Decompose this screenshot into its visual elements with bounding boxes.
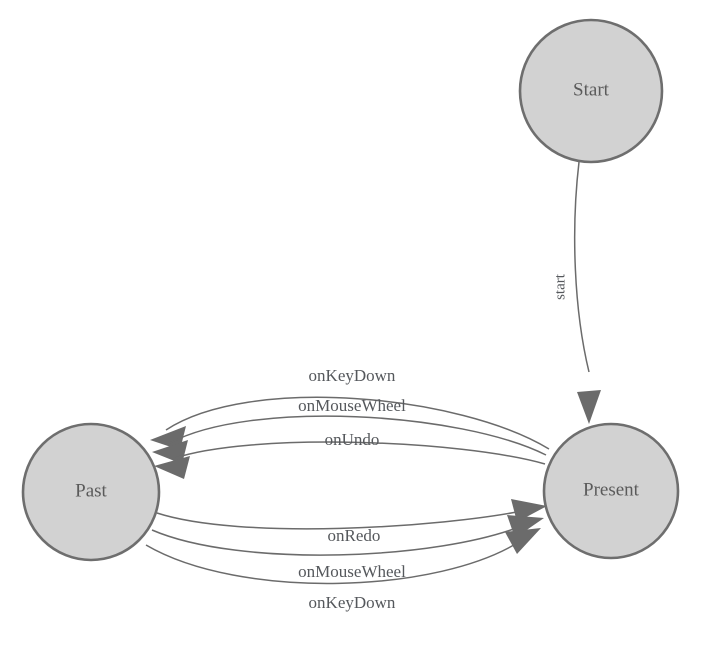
edge-start[interactable]: start xyxy=(552,161,601,424)
node-present-label: Present xyxy=(583,479,640,500)
edge-onkeydown-up-path xyxy=(165,396,550,450)
edge-onmousewheel-dn-path xyxy=(151,524,525,556)
node-present[interactable]: Present xyxy=(542,422,680,560)
node-past-circle[interactable] xyxy=(21,422,161,562)
edge-onmousewheel-up-arrowhead xyxy=(152,440,188,464)
edge-onredo-past-to-present[interactable]: onRedo xyxy=(156,499,547,545)
edge-onundo-label: onUndo xyxy=(325,430,380,449)
edge-onmousewheel-up-label: onMouseWheel xyxy=(298,396,406,415)
node-start-label: Start xyxy=(573,79,610,100)
edge-start-arrowhead xyxy=(577,390,601,424)
edge-onmousewheel-dn-label: onMouseWheel xyxy=(298,562,406,581)
node-past[interactable]: Past xyxy=(21,422,161,562)
edge-onkeydown-dn-label: onKeyDown xyxy=(309,593,396,612)
edge-onkeydown-past-to-present[interactable]: onKeyDown xyxy=(145,528,541,612)
edge-start-path xyxy=(573,161,590,373)
edge-onmousewheel-up-path xyxy=(169,415,547,456)
edge-onredo-path xyxy=(156,509,528,530)
node-start-circle[interactable] xyxy=(518,18,664,164)
node-past-label: Past xyxy=(75,480,107,501)
node-start[interactable]: Start xyxy=(518,18,664,164)
edge-start-label: start xyxy=(552,273,568,300)
edge-onundo-present-to-past[interactable]: onUndo xyxy=(154,430,546,479)
edge-onundo-arrowhead xyxy=(154,456,190,479)
edge-onundo-path xyxy=(171,441,546,465)
edge-onkeydown-dn-arrowhead xyxy=(505,528,541,554)
edge-onmousewheel-past-to-present[interactable]: onMouseWheel xyxy=(151,515,544,581)
edge-onkeydown-up-label: onKeyDown xyxy=(309,366,396,385)
edge-onmousewheel-present-to-past[interactable]: onMouseWheel xyxy=(152,396,547,464)
edge-onredo-label: onRedo xyxy=(328,526,381,545)
node-present-circle[interactable] xyxy=(542,422,680,560)
edge-onkeydown-dn-path xyxy=(145,539,523,585)
